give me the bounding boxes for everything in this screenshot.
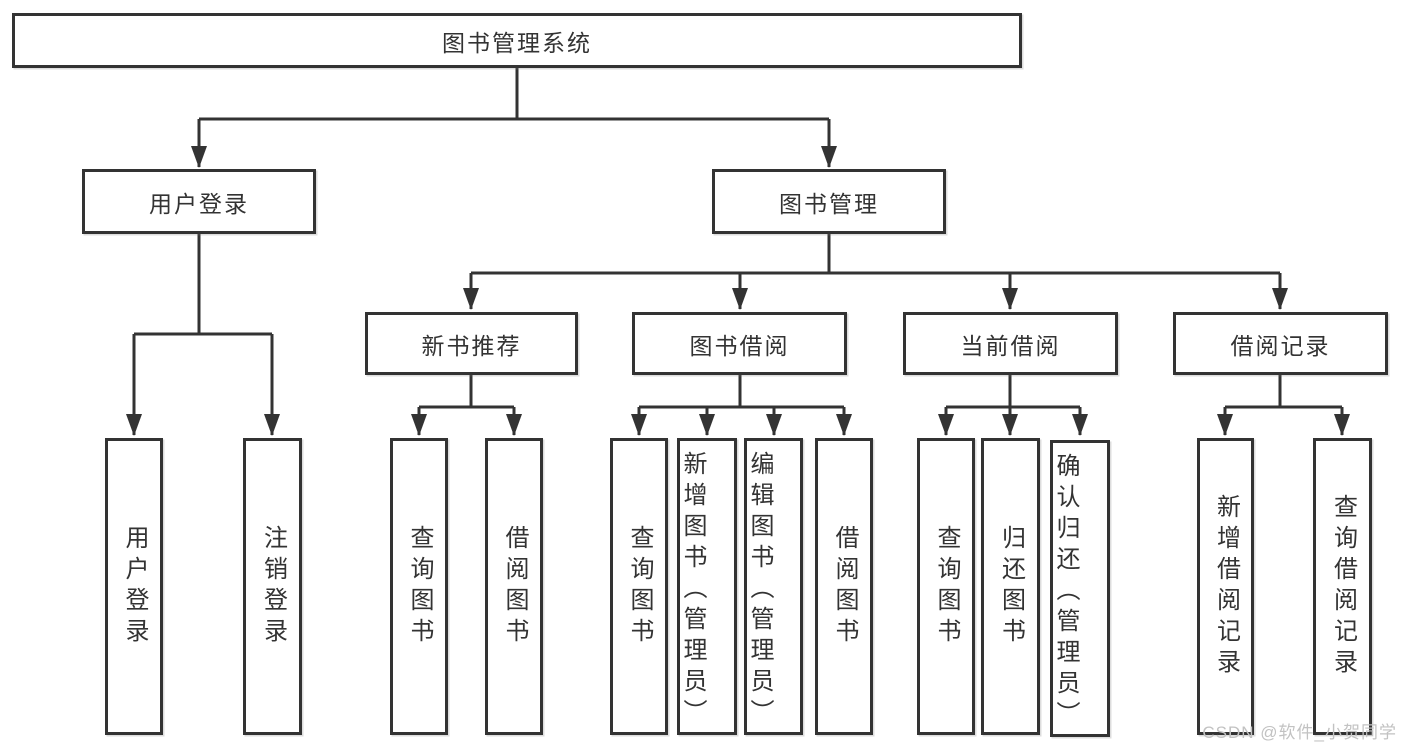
node-root: 图书管理系统	[12, 13, 1022, 68]
leaf-confirm-return-admin: 确认归还（管理员）	[1050, 440, 1110, 737]
leaf-return-book: 归还图书	[981, 438, 1040, 735]
leaf-confirm-return-admin-label: 确认归还（管理员）	[1052, 453, 1079, 732]
node-user-login-label: 用户登录	[149, 190, 249, 217]
node-borrow-records-label: 借阅记录	[1230, 332, 1331, 359]
leaf-query-books-1: 查询图书	[390, 438, 448, 735]
leaf-add-borrow-record: 新增借阅记录	[1197, 438, 1254, 735]
leaf-logout-label: 注销登录	[259, 524, 287, 649]
leaf-query-books-3: 查询图书	[917, 438, 975, 735]
node-book-management: 图书管理	[712, 169, 946, 234]
node-user-login: 用户登录	[82, 169, 316, 234]
leaf-borrow-books-2-label: 借阅图书	[831, 524, 858, 649]
node-book-management-label: 图书管理	[779, 190, 879, 217]
csdn-watermark: CSDN @软件_小贺同学	[1202, 723, 1397, 742]
leaf-edit-book-admin-label: 编辑图书（管理员）	[746, 451, 773, 730]
leaf-query-books-2: 查询图书	[610, 438, 668, 735]
leaf-add-book-admin: 新增图书（管理员）	[677, 438, 737, 735]
leaf-logout: 注销登录	[243, 438, 302, 735]
leaf-return-book-label: 归还图书	[997, 524, 1025, 649]
leaf-edit-book-admin: 编辑图书（管理员）	[744, 438, 803, 735]
node-new-book-recommend: 新书推荐	[365, 312, 578, 375]
leaf-user-login: 用户登录	[105, 438, 163, 735]
leaf-query-borrow-record-label: 查询借阅记录	[1329, 493, 1357, 680]
node-current-borrow: 当前借阅	[903, 312, 1118, 375]
node-book-borrow-label: 图书借阅	[689, 332, 790, 359]
leaf-query-books-3-label: 查询图书	[933, 524, 960, 649]
leaf-borrow-books-1-label: 借阅图书	[501, 524, 528, 649]
node-current-borrow-label: 当前借阅	[960, 332, 1061, 359]
leaf-query-books-1-label: 查询图书	[406, 524, 433, 649]
leaf-query-borrow-record: 查询借阅记录	[1313, 438, 1372, 735]
leaf-borrow-books-2: 借阅图书	[815, 438, 873, 735]
leaf-add-book-admin-label: 新增图书（管理员）	[679, 451, 706, 730]
node-root-label: 图书管理系统	[442, 29, 592, 56]
node-borrow-records: 借阅记录	[1173, 312, 1388, 375]
leaf-user-login-label: 用户登录	[121, 524, 148, 649]
node-new-book-recommend-label: 新书推荐	[421, 332, 522, 359]
leaf-query-books-2-label: 查询图书	[626, 524, 653, 649]
leaf-add-borrow-record-label: 新增借阅记录	[1212, 493, 1240, 680]
leaf-borrow-books-1: 借阅图书	[485, 438, 543, 735]
node-book-borrow: 图书借阅	[632, 312, 847, 375]
